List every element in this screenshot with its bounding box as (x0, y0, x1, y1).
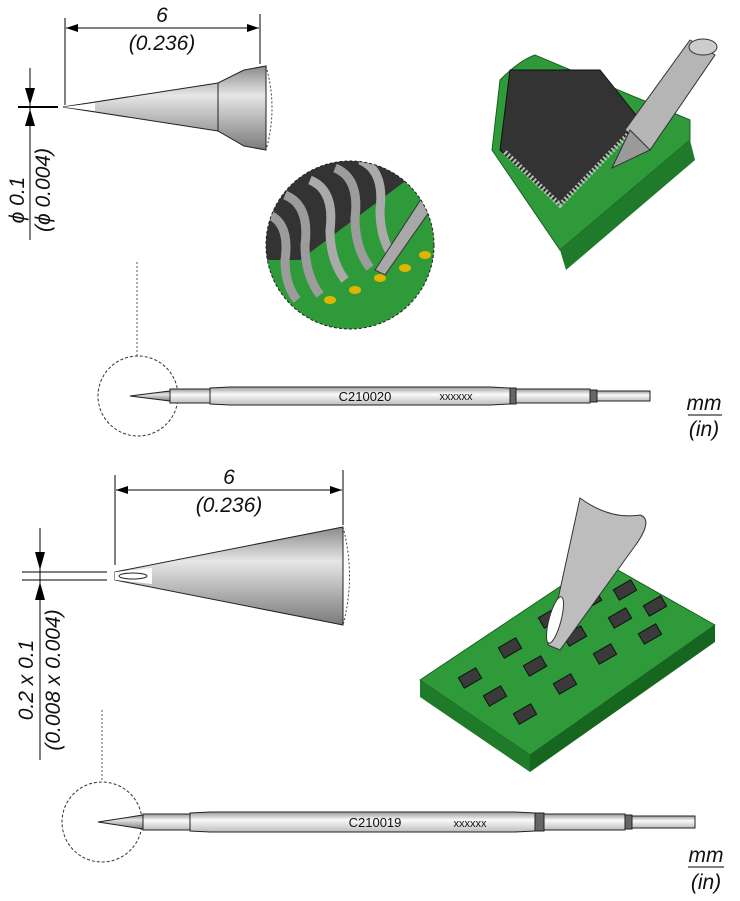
part-number-label: C210019 (349, 815, 402, 830)
size-mm-label: 0.2 x 0.1 (15, 640, 38, 721)
code-label: xxxxxx (454, 818, 488, 830)
length-mm-label: 6 (223, 466, 235, 489)
units-legend-top: mm (in) (687, 392, 722, 441)
diameter-mm-label: ϕ 0.1 (6, 177, 29, 224)
tip-cone (62, 65, 267, 151)
units-legend-bottom: mm (in) (688, 844, 724, 894)
length-mm-label: 6 (156, 4, 168, 27)
unit-in-label: (in) (689, 418, 719, 441)
length-in-label: (0.236) (129, 32, 196, 55)
unit-mm-label: mm (687, 392, 722, 415)
bottom-tip-detail: 6 (0.236) 0.2 x 0.1 (0.008 x 0.004) (15, 466, 350, 760)
diameter-in-label: (ϕ 0.004) (32, 148, 55, 232)
size-in-label: (0.008 x 0.004) (42, 609, 65, 750)
ic-leads-inset-image (266, 161, 434, 329)
unit-in-label: (in) (691, 871, 721, 894)
code-label: xxxxxx (440, 391, 474, 403)
pcb-components-image (419, 497, 716, 772)
top-tip-detail: 6 (0.236) ϕ 0.1 (ϕ 0.004) (6, 4, 273, 240)
tip-c210019-full-view: C210019 xxxxxx (61, 710, 696, 863)
ic-package-image (491, 38, 718, 270)
part-number-label: C210020 (339, 389, 392, 404)
unit-mm-label: mm (689, 844, 724, 867)
length-in-label: (0.236) (196, 494, 263, 517)
tip-c210020-full-view: C210020 xxxxxx (97, 262, 651, 437)
